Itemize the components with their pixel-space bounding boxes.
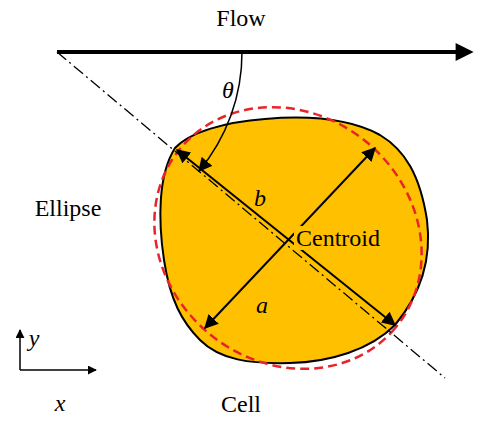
flow-arrow	[57, 50, 470, 54]
axis-label: b	[254, 186, 266, 210]
x-axis-arrow	[20, 369, 96, 371]
y-axis-arrow	[19, 330, 21, 370]
axis-label: y	[29, 326, 40, 350]
fitted-ellipse	[101, 53, 475, 423]
cell-label: Cell	[221, 392, 261, 416]
angle-label: θ	[222, 78, 234, 102]
major-axis-arrow	[177, 150, 395, 325]
angle-arc	[199, 52, 242, 171]
axis-label: a	[256, 293, 268, 317]
flow-label: Flow	[216, 6, 265, 30]
axis-label: x	[55, 391, 66, 415]
orientation-line	[57, 52, 445, 378]
centroid-label: Centroid	[294, 226, 382, 250]
ellipse-label: Ellipse	[35, 196, 102, 220]
